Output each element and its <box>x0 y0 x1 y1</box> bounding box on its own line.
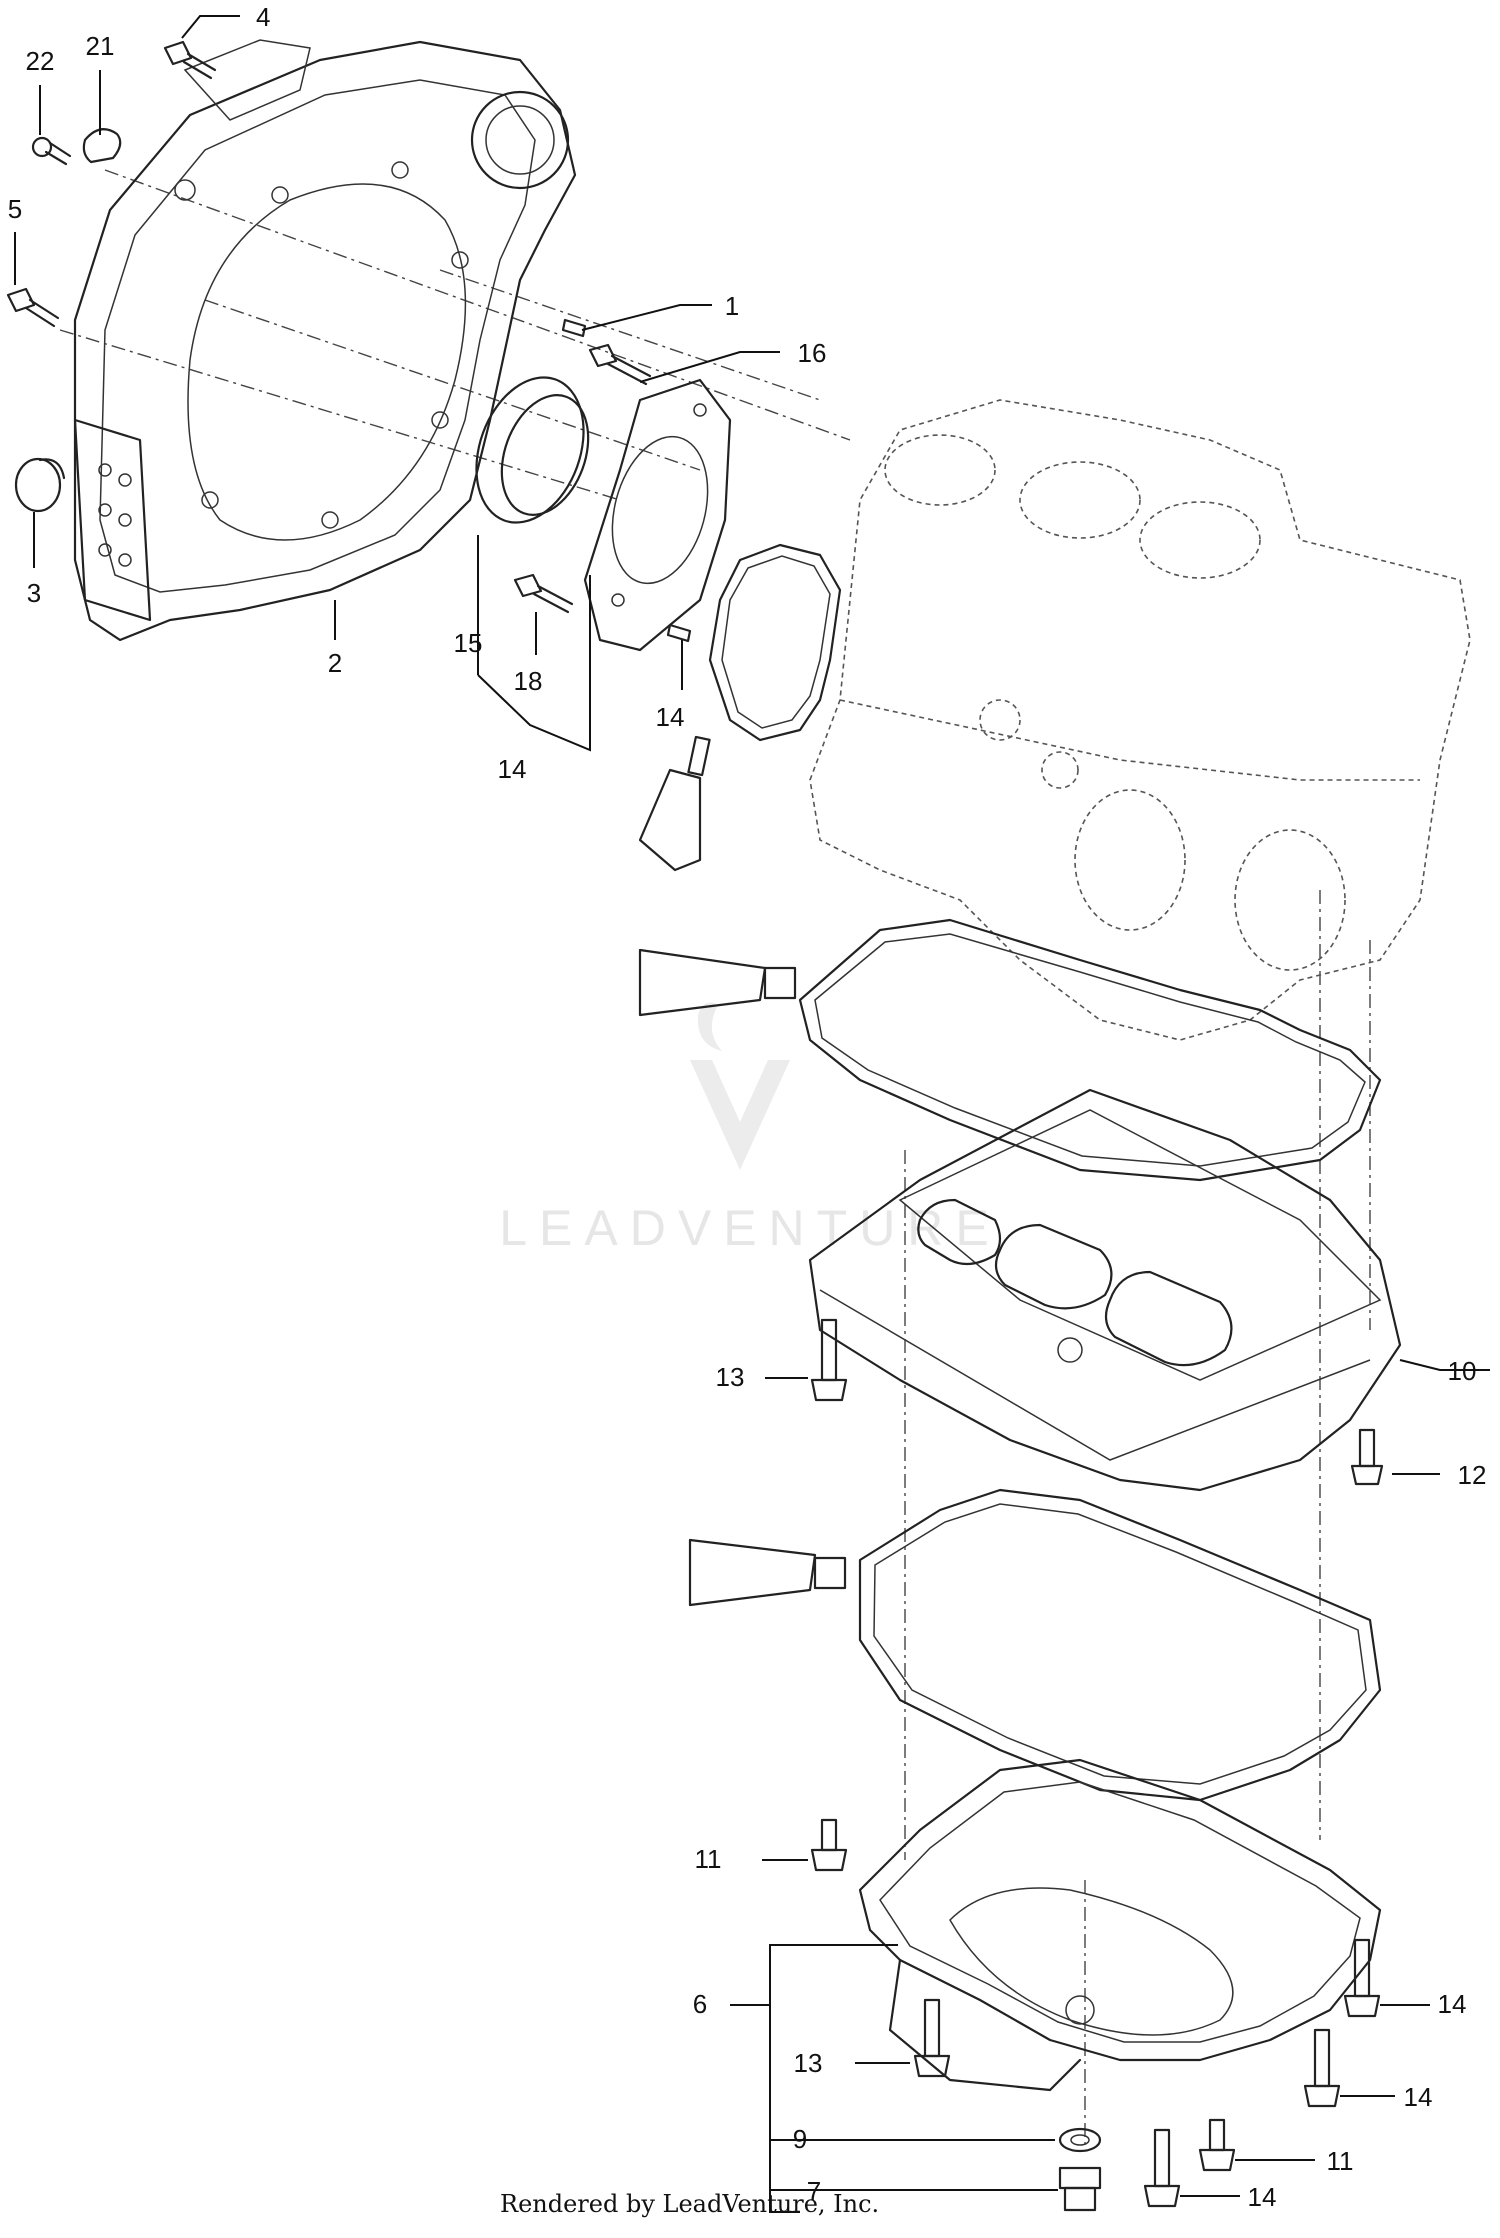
callout-4: 4 <box>256 2 270 32</box>
sealant-tube-3 <box>688 1538 847 1607</box>
callout-11-lower: 11 <box>1327 2146 1354 2176</box>
callout-13-upper: 13 <box>716 1362 745 1392</box>
bolt-5 <box>6 287 60 328</box>
leader-lines <box>14 15 1490 2213</box>
watermark-text: LEADVENTURE <box>499 1200 1001 1256</box>
upper-oil-pan-gasket <box>798 918 1382 1182</box>
callout-16: 14 <box>498 754 527 784</box>
alignment-lines <box>59 169 1371 2150</box>
sealant-tube-1 <box>638 735 711 872</box>
bolt-11-lower <box>1198 2118 1236 2172</box>
bolt-12 <box>1350 1428 1384 1486</box>
callout-10: 10 <box>1448 1356 1477 1386</box>
callout-12: 12 <box>1458 1460 1487 1490</box>
bolt-13-upper <box>810 1318 848 1402</box>
callout-14-a: 14 <box>1438 1989 1467 2019</box>
callout-22: 22 <box>26 46 55 76</box>
callout-6: 6 <box>693 1989 707 2019</box>
sealant-tube-2 <box>638 948 797 1017</box>
cylinder-block <box>809 399 1471 1041</box>
pin-15 <box>666 623 692 643</box>
washer-9 <box>1058 2127 1102 2153</box>
flywheel-housing <box>73 39 577 642</box>
callout-labels: 4 22 21 5 3 2 1 16 15 18 14 14 10 13 12 … <box>8 2 1487 2212</box>
bolt-13-lower <box>913 1998 951 2078</box>
plug-3 <box>14 457 66 513</box>
sensor-21 <box>82 128 122 164</box>
callout-3: 3 <box>27 578 41 608</box>
callout-1: 1 <box>725 291 739 321</box>
callout-2: 2 <box>328 648 342 678</box>
callout-13-lower: 13 <box>794 2048 823 2078</box>
callout-9: 9 <box>793 2124 807 2154</box>
bolt-22 <box>31 136 72 166</box>
callout-7: 7 <box>807 2176 821 2206</box>
rear-gasket <box>708 543 842 742</box>
watermark: LEADVENTURE <box>499 1002 1001 1256</box>
bolt-19 <box>588 343 652 386</box>
oil-seal-18 <box>475 376 590 524</box>
bolt-20 <box>513 573 574 614</box>
callout-14-c: 14 <box>1248 2182 1277 2212</box>
callout-5: 5 <box>8 194 22 224</box>
seal-retainer-16 <box>583 378 732 652</box>
upper-oil-pan-10 <box>808 1088 1402 1492</box>
drain-plug-7 <box>1058 2166 1102 2212</box>
watermark-flame-icon <box>697 1002 722 1051</box>
watermark-v-icon <box>690 1060 790 1170</box>
callout-18: 15 <box>454 628 483 658</box>
bolt-4 <box>163 40 217 80</box>
callout-14-b: 14 <box>1404 2082 1433 2112</box>
footer-credit: Rendered by LeadVenture, Inc. <box>500 2190 879 2218</box>
bolt-14-b <box>1303 2028 1341 2108</box>
bolt-11-upper <box>810 1818 848 1872</box>
callout-20: 18 <box>514 666 543 696</box>
callout-21: 21 <box>86 31 115 61</box>
bolt-14-c <box>1143 2128 1181 2208</box>
dowel-pin-1 <box>561 318 587 338</box>
callout-15: 14 <box>656 702 685 732</box>
lower-oil-pan-gasket <box>858 1488 1382 1802</box>
callout-11-upper: 11 <box>695 1844 722 1874</box>
lower-oil-pan-6 <box>858 1758 1382 2092</box>
bolt-14-a <box>1343 1938 1381 2018</box>
callout-19: 16 <box>798 338 827 368</box>
